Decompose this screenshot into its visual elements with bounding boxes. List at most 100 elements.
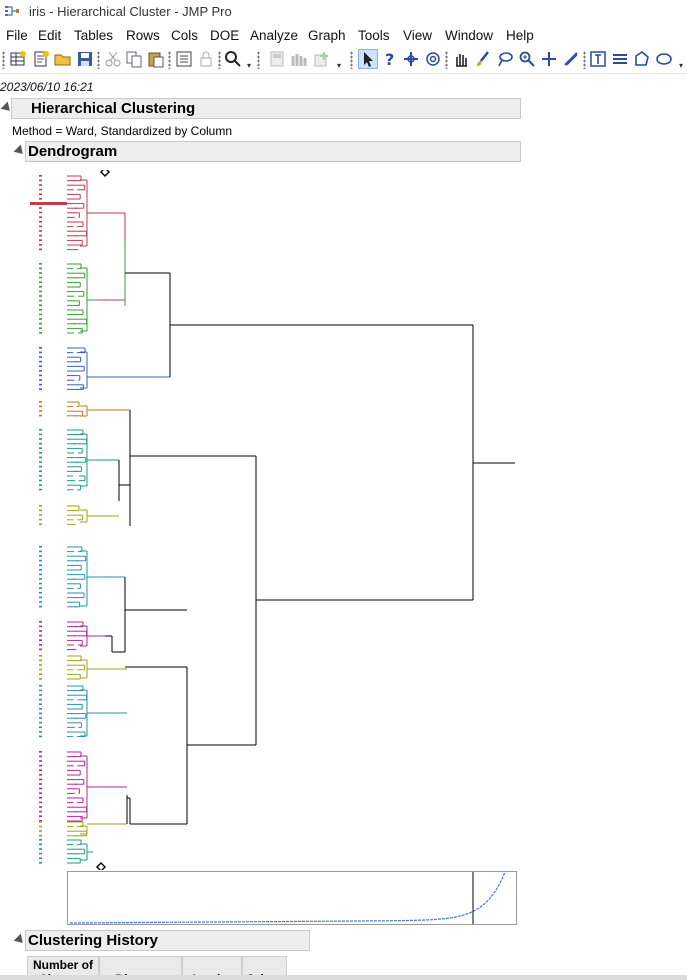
leaf-label [39, 592, 42, 594]
toolbar-grip[interactable] [257, 51, 260, 69]
clustering-history-header[interactable]: Clustering History [25, 930, 310, 951]
new-script-icon[interactable] [32, 50, 50, 68]
menu-tables[interactable]: Tables [74, 28, 114, 43]
leaf-label [39, 830, 42, 832]
leaf-label [39, 778, 42, 781]
search-icon[interactable] [224, 50, 242, 68]
leaf-label [39, 198, 42, 200]
leaf-label [39, 523, 42, 525]
leaf-label [39, 401, 42, 403]
lines-icon[interactable] [611, 50, 629, 68]
dendrogram-header[interactable]: Dendrogram [25, 141, 521, 162]
text-icon[interactable] [589, 50, 607, 68]
toolbar-grip[interactable] [2, 51, 5, 69]
dendrogram-svg[interactable] [27, 167, 518, 872]
toolbar-overflow-arrow[interactable]: ▾ [679, 61, 684, 70]
menu-rows[interactable]: Rows [126, 28, 160, 43]
leaf-label [39, 731, 42, 733]
leaf-label [39, 318, 42, 320]
line-icon[interactable] [562, 50, 580, 68]
arrow-pointer-icon[interactable] [358, 49, 378, 69]
leaf-label [39, 309, 42, 311]
leaf-label [39, 207, 42, 209]
cluster-handle-icon [100, 167, 110, 177]
help-pointer-icon[interactable]: ? [381, 50, 399, 69]
leaf-label [39, 857, 42, 859]
add-dropdown-arrow[interactable]: ▾ [337, 61, 342, 70]
leaf-label [39, 230, 42, 232]
leaf-label [39, 673, 42, 675]
brush-icon[interactable] [474, 50, 492, 68]
open-folder-icon[interactable] [54, 50, 72, 68]
magnifier-icon[interactable] [518, 50, 536, 68]
menu-edit[interactable]: Edit [38, 28, 62, 43]
toolbar-grip[interactable] [445, 51, 448, 69]
menu-cols[interactable]: Cols [171, 28, 199, 43]
jmp-app-icon [4, 4, 20, 18]
cut-icon[interactable] [104, 50, 122, 68]
leaf-label [39, 351, 42, 354]
leaf-label [39, 488, 42, 491]
leaf-label [39, 787, 42, 790]
leaf-label [39, 648, 42, 651]
leaf-label [39, 347, 42, 349]
menu-view[interactable]: View [403, 28, 433, 43]
add-icon[interactable] [313, 50, 331, 68]
leaf-label [39, 442, 42, 445]
leaf-label [39, 360, 42, 363]
new-table-icon[interactable] [9, 50, 27, 68]
menu-window[interactable]: Window [445, 28, 494, 43]
toolbar-grip[interactable] [97, 51, 100, 69]
dendrogram-plot[interactable] [27, 167, 518, 872]
leaf-label [39, 797, 42, 799]
menu-doe[interactable]: DOE [210, 28, 240, 43]
paste-icon[interactable] [147, 50, 165, 68]
leaf-label [39, 272, 42, 274]
plus-icon[interactable] [540, 50, 558, 68]
copy-icon[interactable] [125, 50, 143, 68]
leaf-label [39, 216, 42, 218]
cluster-handle-icon [96, 862, 106, 872]
lock-icon[interactable] [197, 50, 215, 68]
crosshair-icon[interactable] [402, 50, 420, 68]
polygon-icon[interactable] [633, 50, 651, 68]
layout-icon[interactable] [268, 50, 286, 68]
ellipse-icon[interactable] [655, 50, 673, 68]
hand-icon[interactable] [452, 50, 470, 68]
leaf-label [39, 764, 42, 767]
leaf-label [39, 414, 42, 417]
leaf-label [39, 518, 42, 521]
menu-bar: File Edit Tables Rows Cols DOE Analyze G… [0, 26, 687, 46]
report-header[interactable]: Hierarchical Clustering [11, 98, 521, 119]
leaf-label [39, 211, 42, 214]
leaf-label [39, 295, 42, 297]
leaf-label [39, 783, 42, 785]
journal-icon[interactable] [175, 50, 193, 68]
leaf-label [39, 569, 42, 571]
menu-help[interactable]: Help [506, 28, 534, 43]
leaf-label [39, 712, 42, 715]
leaf-label [39, 694, 42, 696]
toolbar-grip[interactable] [168, 51, 171, 69]
toolbar-grip[interactable] [350, 51, 353, 69]
leaf-label [39, 193, 42, 195]
leaf-label [39, 465, 42, 468]
menu-graph[interactable]: Graph [308, 28, 346, 43]
leaf-label [39, 698, 42, 701]
leaf-label [39, 582, 42, 585]
menu-tools[interactable]: Tools [358, 28, 390, 43]
leaf-label [39, 484, 42, 486]
menu-analyze[interactable]: Analyze [250, 28, 299, 43]
leaf-label [39, 806, 42, 808]
menu-file[interactable]: File [6, 28, 28, 43]
save-icon[interactable] [76, 50, 94, 68]
selected-row-marker [30, 202, 67, 205]
scree-plot[interactable] [67, 869, 517, 925]
column-icon[interactable] [290, 50, 308, 68]
lasso-icon[interactable] [496, 50, 514, 68]
search-dropdown-arrow[interactable]: ▾ [247, 61, 252, 70]
toolbar-grip[interactable] [583, 51, 586, 69]
toolbar-grip[interactable] [218, 51, 221, 69]
target-icon[interactable] [424, 50, 442, 68]
leaf-label [39, 546, 42, 548]
